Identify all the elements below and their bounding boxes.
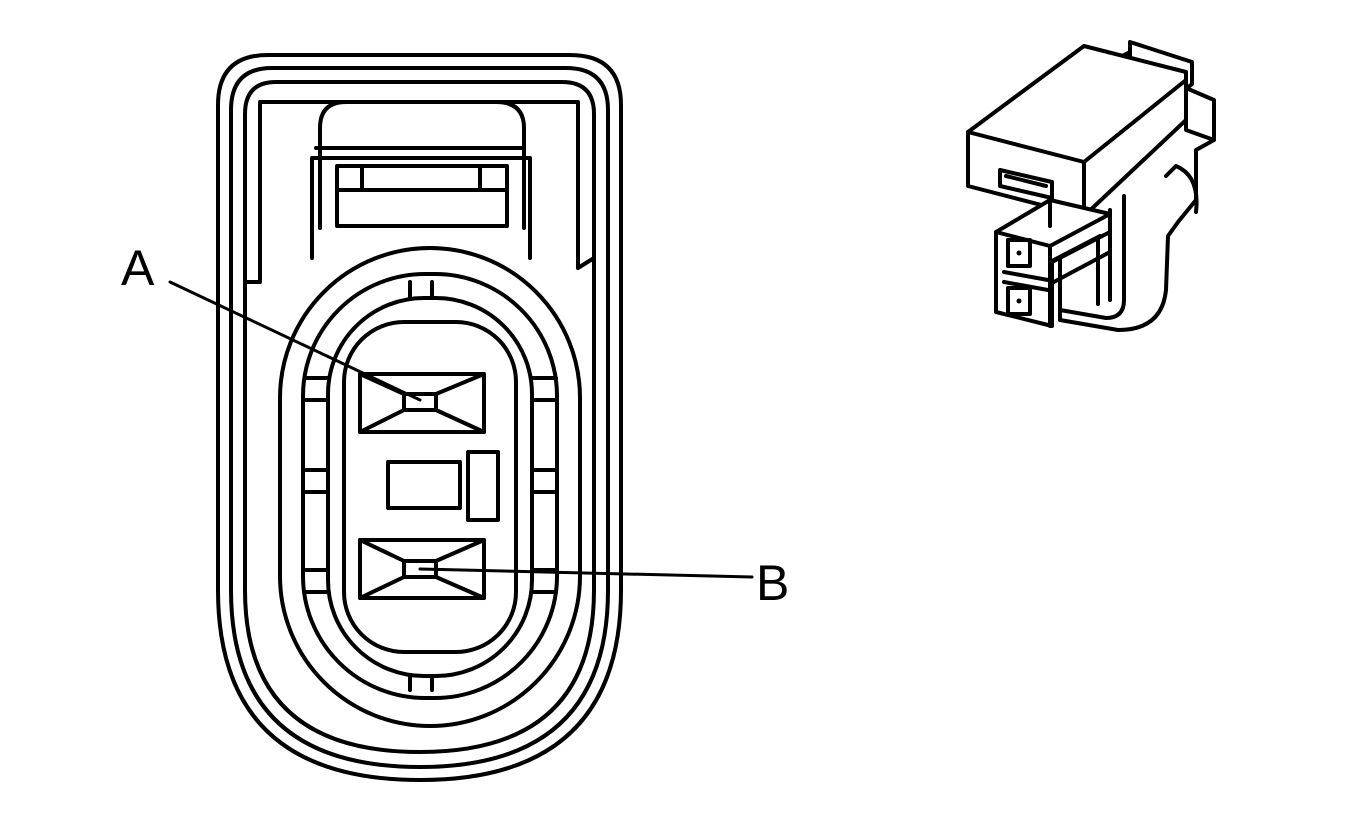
connector-face-view: A B (121, 53, 789, 782)
latch-window (335, 164, 509, 228)
center-key (386, 460, 462, 510)
seal-ring-outer (278, 246, 582, 728)
terminal-a (358, 372, 486, 434)
housing-third-outline (243, 80, 596, 754)
latch-window-ribs (335, 164, 509, 192)
iso-cavity-bottom (1006, 286, 1032, 316)
callout-a: A (121, 240, 155, 296)
iso-front-tab (998, 168, 1054, 200)
callout-b: B (756, 555, 789, 611)
latch-housing (310, 156, 532, 260)
housing-outer-outline (216, 53, 623, 782)
connector-isometric-view (966, 40, 1216, 332)
leader-line-a (168, 280, 422, 402)
leader-line-b (418, 567, 754, 579)
seal-ring-middle (301, 272, 559, 700)
polarization-rib (466, 450, 500, 522)
terminal-cavity-block (342, 320, 518, 654)
ring-ties (304, 280, 558, 692)
latch-tab (318, 100, 526, 230)
iso-cavity-top (1006, 238, 1032, 268)
seal-ring-inner (326, 296, 534, 678)
housing-second-outline (229, 66, 610, 769)
